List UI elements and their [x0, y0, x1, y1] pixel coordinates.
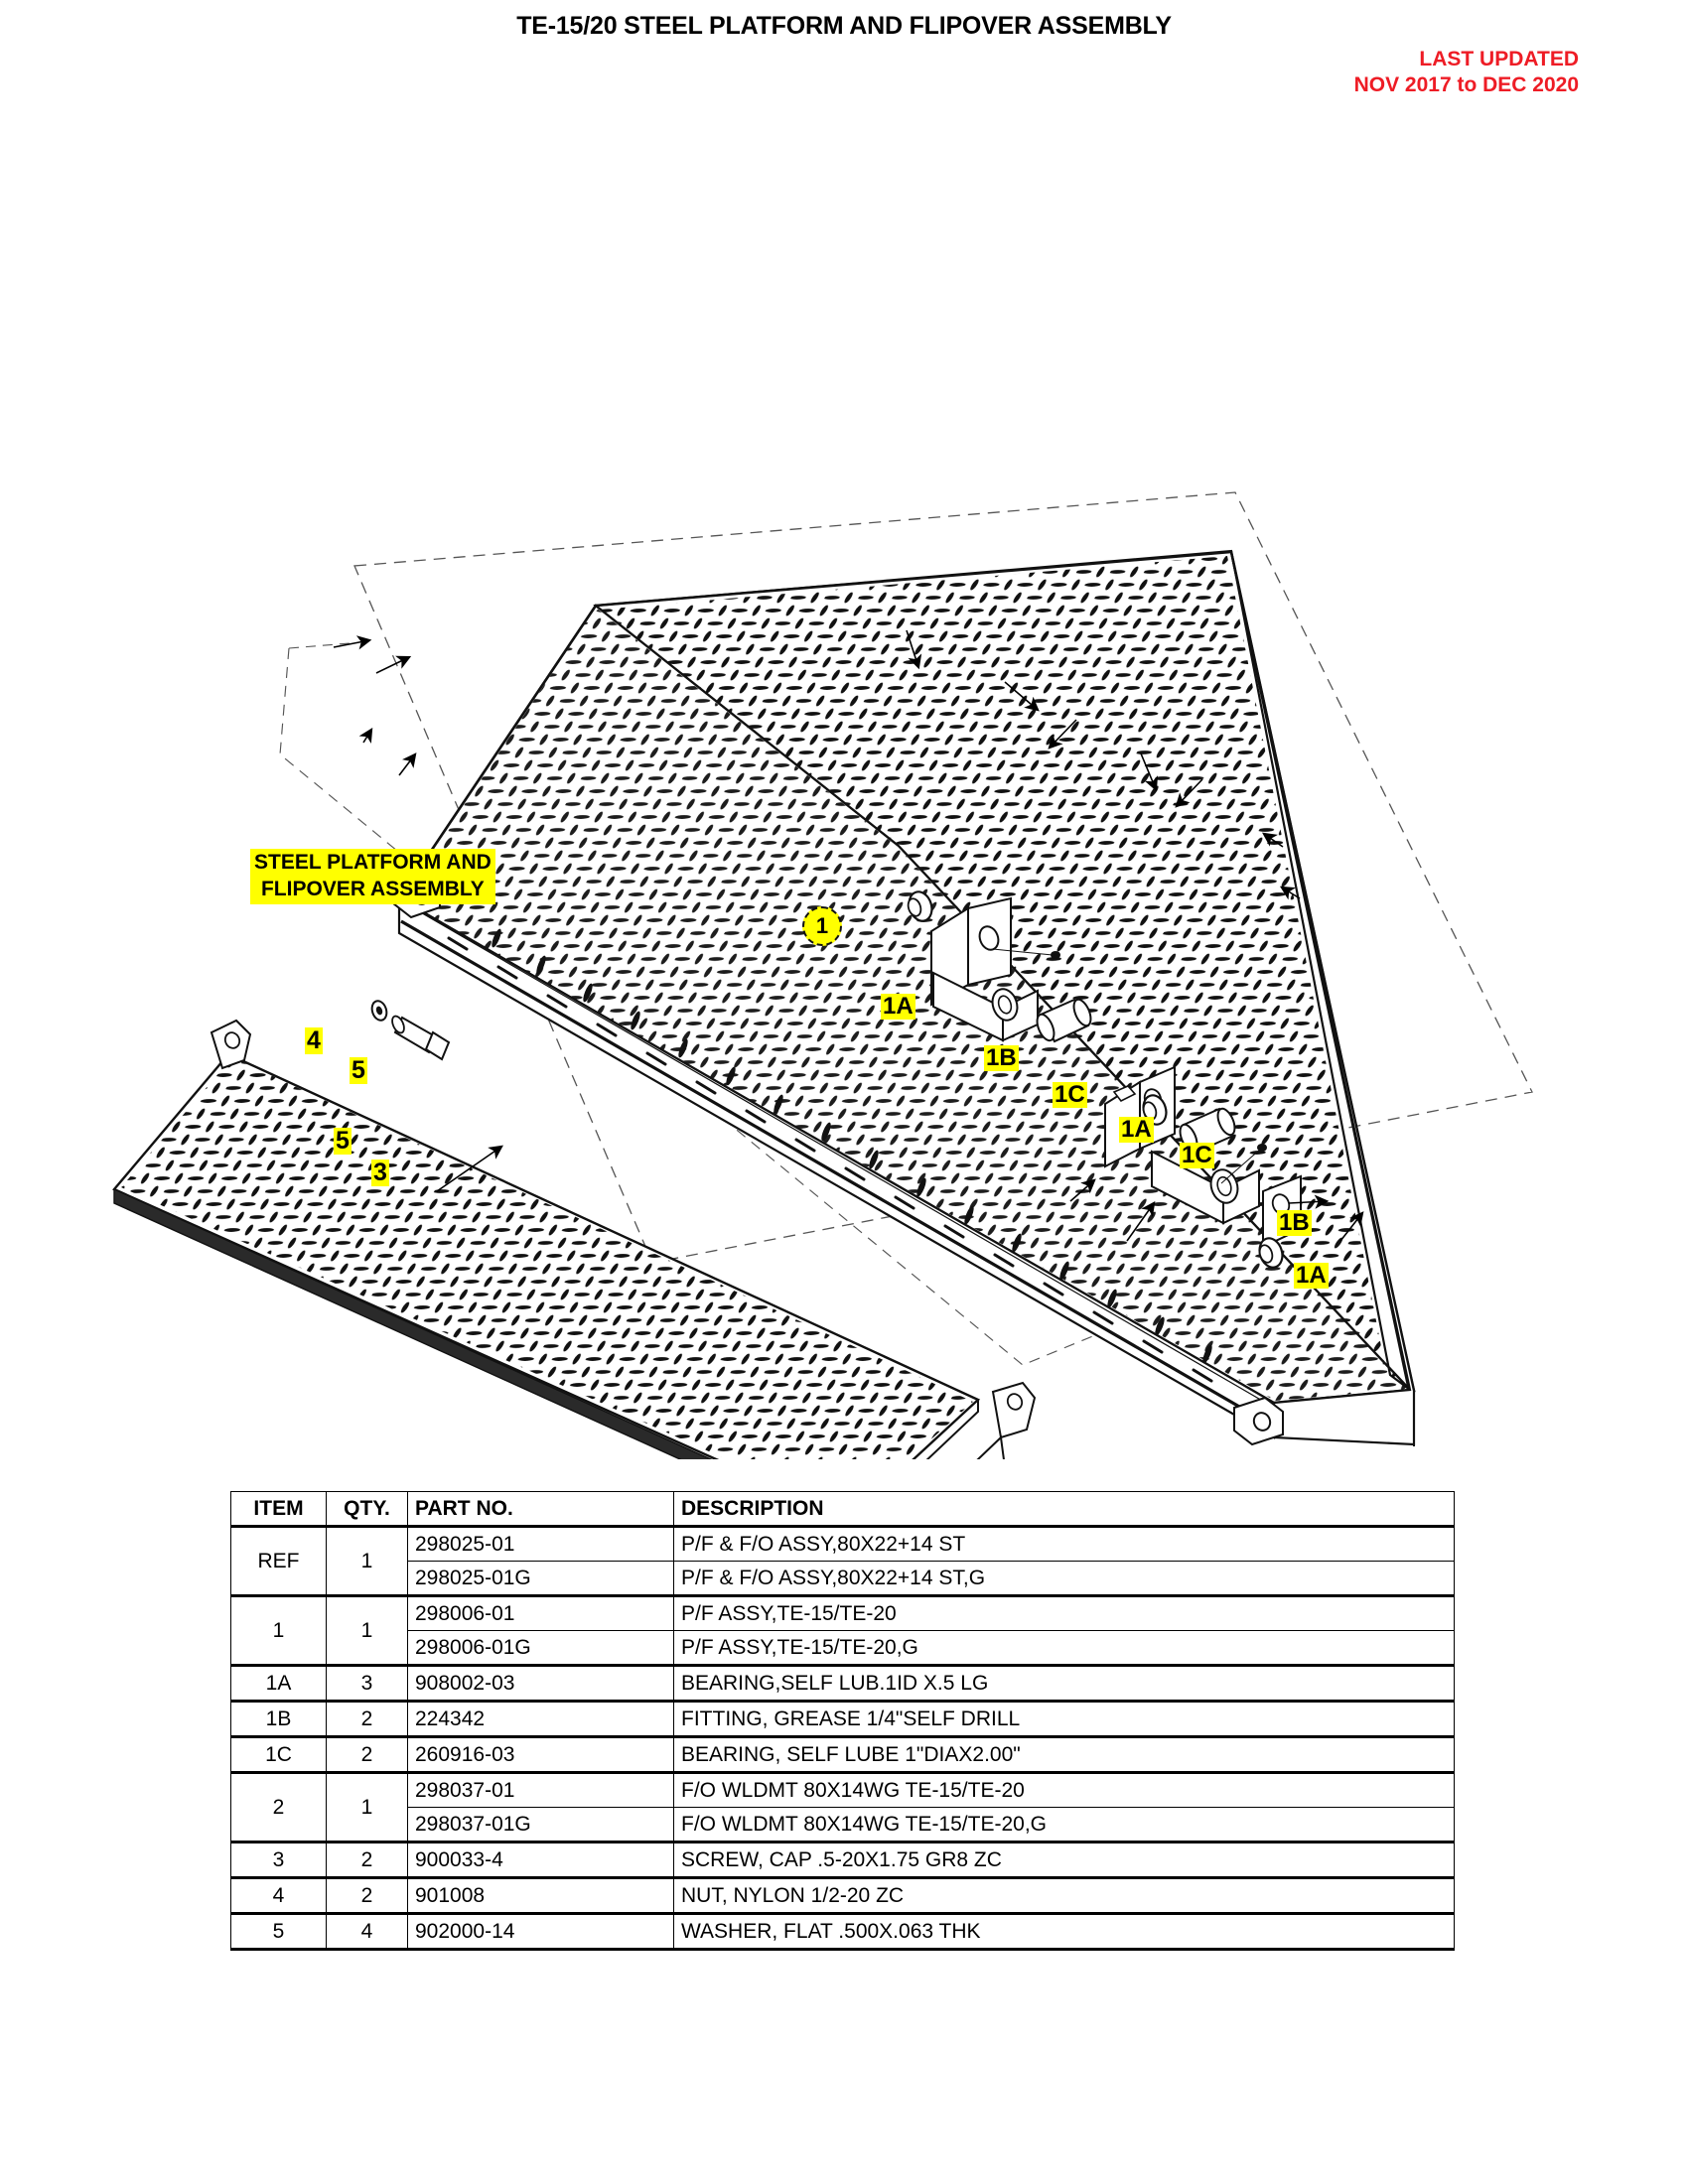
cell-qty: 2 [326, 1841, 408, 1878]
exploded-assembly-diagram: STEEL PLATFORM AND FLIPOVER ASSEMBLY 1 4… [0, 397, 1688, 1643]
col-header-qty: QTY. [326, 1491, 408, 1528]
cell-item: 1A [230, 1664, 327, 1702]
cell-item: 1C [230, 1735, 327, 1773]
cell-part-no: 298037-01 [407, 1771, 674, 1808]
cell-qty: 1 [326, 1594, 408, 1666]
cell-part-no: 298037-01G [407, 1807, 674, 1843]
callout-1c-upper: 1C [1053, 1081, 1087, 1108]
callout-1a-lower: 1A [1294, 1262, 1329, 1289]
cell-description: BEARING,SELF LUB.1ID X.5 LG [673, 1664, 1455, 1702]
cell-description: P/F ASSY,TE-15/TE-20,G [673, 1630, 1455, 1666]
bracket-assembly-upper [907, 890, 1092, 1043]
bearing-1a-lower [1258, 1237, 1284, 1269]
balloon-callout-1: 1 [802, 906, 842, 946]
screw-3-mid-left [391, 1015, 451, 1061]
callout-3-mid-left: 3 [371, 1159, 389, 1186]
assembly-drawing-svg [112, 491, 1533, 1459]
cell-item: 3 [230, 1841, 327, 1878]
platform-hinge-ear-right [1233, 1396, 1284, 1446]
cell-part-no: 260916-03 [407, 1735, 674, 1773]
flipover-ramp-part [112, 1019, 1037, 1459]
cell-item: REF [230, 1525, 327, 1596]
fitting-1b-lower [1220, 1144, 1267, 1184]
bearing-1a-upper [907, 890, 933, 922]
cell-description: P/F & F/O ASSY,80X22+14 ST [673, 1525, 1455, 1562]
flipover-hinge-tab-right [976, 1381, 1037, 1459]
cell-qty: 3 [326, 1664, 408, 1702]
cell-part-no: 298006-01G [407, 1630, 674, 1666]
cell-qty: 2 [326, 1876, 408, 1914]
cell-qty: 4 [326, 1912, 408, 1951]
revision-last-updated: LAST UPDATED [1419, 48, 1579, 70]
cell-qty: 2 [326, 1700, 408, 1737]
cell-part-no: 908002-03 [407, 1664, 674, 1702]
callout-1a-upper: 1A [881, 993, 915, 1020]
cell-qty: 1 [326, 1771, 408, 1843]
callout-1c-lower: 1C [1180, 1142, 1214, 1168]
cell-part-no: 224342 [407, 1700, 674, 1737]
cell-item: 1 [230, 1594, 327, 1666]
page-title: TE-15/20 STEEL PLATFORM AND FLIPOVER ASS… [516, 12, 1172, 40]
col-header-item: ITEM [230, 1491, 327, 1528]
cell-description: P/F & F/O ASSY,80X22+14 ST,G [673, 1561, 1455, 1596]
revision-block: LAST UPDATED NOV 2017 to DEC 2020 [1142, 47, 1579, 99]
cell-part-no: 298025-01G [407, 1561, 674, 1596]
cell-description: BEARING, SELF LUBE 1"DIAX2.00" [673, 1735, 1455, 1773]
cell-part-no: 298025-01 [407, 1525, 674, 1562]
cell-qty: 2 [326, 1735, 408, 1773]
revision-date-range: NOV 2017 to DEC 2020 [1353, 73, 1579, 97]
col-header-desc: DESCRIPTION [673, 1491, 1455, 1528]
cell-part-no: 902000-14 [407, 1912, 674, 1951]
bearing-1c-upper [1036, 998, 1092, 1043]
cell-description: WASHER, FLAT .500X.063 THK [673, 1912, 1455, 1951]
cell-qty: 1 [326, 1525, 408, 1596]
cell-item: 1B [230, 1700, 327, 1737]
parts-table-header: ITEM QTY. PART NO. DESCRIPTION [230, 1491, 1455, 1528]
cell-description: P/F ASSY,TE-15/TE-20 [673, 1594, 1455, 1631]
callout-1b-lower: 1B [1277, 1209, 1312, 1236]
cell-description: NUT, NYLON 1/2-20 ZC [673, 1876, 1455, 1914]
col-header-part: PART NO. [407, 1491, 674, 1528]
cell-description: FITTING, GREASE 1/4"SELF DRILL [673, 1700, 1455, 1737]
cell-description: SCREW, CAP .5-20X1.75 GR8 ZC [673, 1841, 1455, 1878]
cell-part-no: 298006-01 [407, 1594, 674, 1631]
cell-part-no: 901008 [407, 1876, 674, 1914]
callout-1a-mid: 1A [1119, 1116, 1154, 1143]
cell-description: F/O WLDMT 80X14WG TE-15/TE-20,G [673, 1807, 1455, 1843]
cell-item: 4 [230, 1876, 327, 1914]
cell-item: 5 [230, 1912, 327, 1951]
callout-4-upper-left: 4 [305, 1026, 323, 1054]
fitting-1b-upper [992, 948, 1060, 959]
leader-lines [333, 629, 1364, 1242]
washer-5-mid-left [370, 1000, 388, 1022]
hardware-mid-left [370, 1000, 451, 1061]
callout-5-upper-left: 5 [350, 1056, 367, 1084]
callout-1b-upper: 1B [984, 1044, 1019, 1071]
flipover-hinge-tab-left [210, 1019, 252, 1070]
assembly-title-label: STEEL PLATFORM AND FLIPOVER ASSEMBLY [250, 849, 495, 904]
cell-item: 2 [230, 1771, 327, 1843]
cell-description: F/O WLDMT 80X14WG TE-15/TE-20 [673, 1771, 1455, 1808]
table-header-row: ITEM QTY. PART NO. DESCRIPTION [230, 1491, 1455, 1528]
callout-5-mid-left: 5 [334, 1127, 352, 1155]
cell-part-no: 900033-4 [407, 1841, 674, 1878]
